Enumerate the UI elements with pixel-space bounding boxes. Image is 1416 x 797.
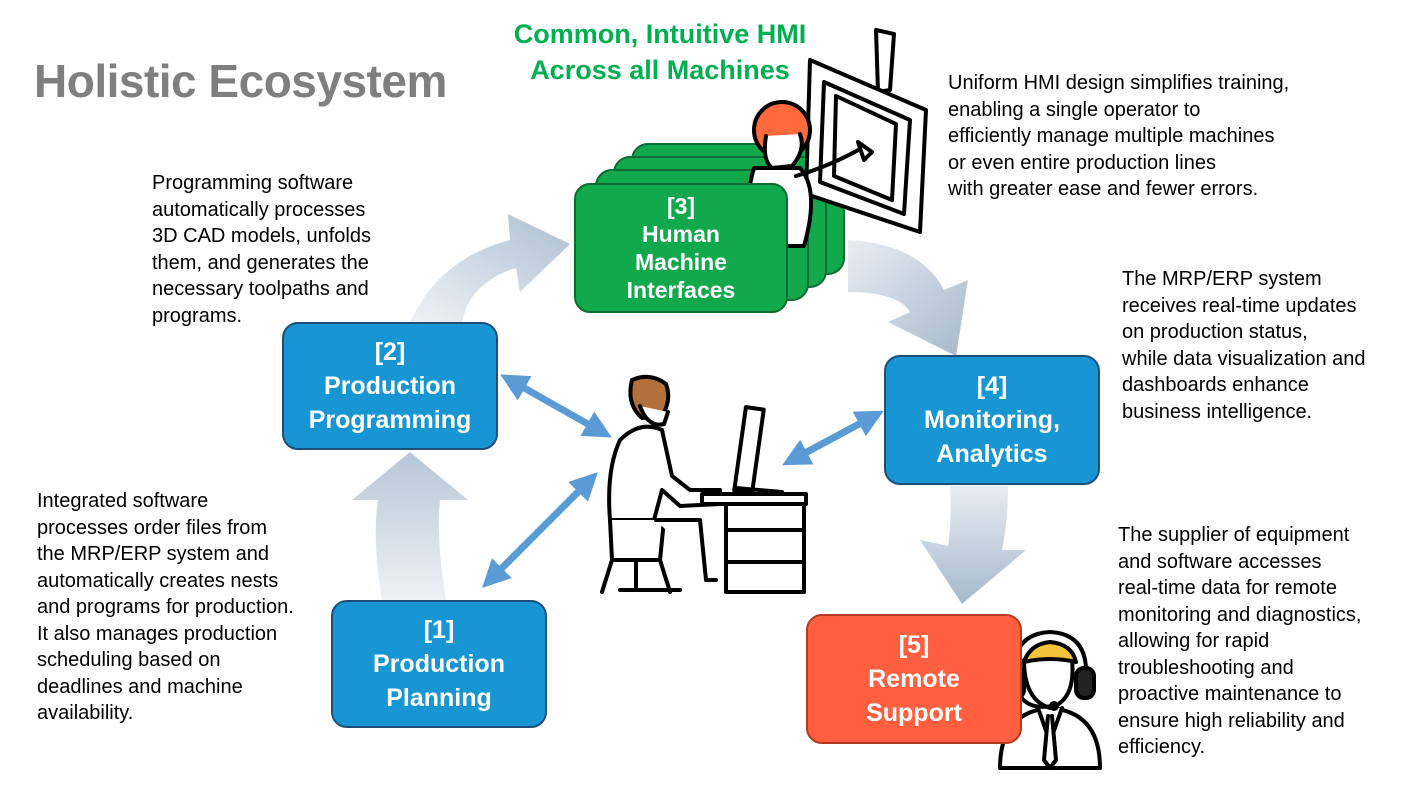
- node-label-line: Programming: [308, 406, 472, 434]
- node-label-line: Machine: [634, 249, 728, 275]
- node-production-planning: [1] Production Planning: [331, 600, 547, 728]
- hmi-heading-line: Common, Intuitive HMI: [513, 19, 807, 49]
- description-monitoring-analytics: The MRP/ERP system receives real-time up…: [1122, 268, 1366, 423]
- person-at-computer-icon: [600, 374, 808, 594]
- hmi-heading: Common, Intuitive HMI Across all Machine…: [480, 16, 840, 88]
- description-production-programming: Programming software automatically proce…: [152, 172, 371, 327]
- description-production-planning: Integrated software processes order file…: [37, 490, 294, 724]
- node-label-line: Human: [642, 221, 720, 247]
- cycle-arrow-planning-to-programming: [352, 452, 468, 600]
- node-number: [5]: [898, 631, 930, 659]
- cycle-arrow-programming-to-hmi: [410, 214, 570, 322]
- node-label-line: Planning: [386, 684, 492, 712]
- node-label-line: Remote: [868, 665, 960, 693]
- node-human-machine-interfaces: [3] Human Machine Interfaces: [574, 183, 788, 313]
- node-label-line: Analytics: [936, 440, 1048, 468]
- node-label-line: Production: [324, 372, 456, 400]
- node-remote-support: [5] Remote Support: [806, 614, 1022, 744]
- node-label-line: Interfaces: [626, 277, 736, 303]
- link-arrow-programming: [500, 374, 612, 438]
- link-arrow-planning: [482, 472, 598, 588]
- description-remote-support: The supplier of equipment and software a…: [1118, 524, 1362, 758]
- node-number: [2]: [374, 338, 406, 366]
- cycle-arrow-hmi-to-monitoring: [848, 240, 968, 356]
- node-label-line: Production: [373, 650, 505, 678]
- link-arrows: [482, 374, 884, 588]
- node-number: [4]: [976, 372, 1008, 400]
- node-label-line: Support: [866, 699, 962, 727]
- node-number: [1]: [423, 616, 455, 644]
- node-label-line: Monitoring,: [923, 406, 1061, 434]
- cycle-arrow-monitoring-to-support: [920, 486, 1026, 604]
- hmi-heading-line: Across all Machines: [530, 55, 790, 85]
- node-production-programming: [2] Production Programming: [282, 322, 498, 450]
- link-arrow-monitoring: [782, 410, 884, 466]
- description-human-machine-interfaces: Uniform HMI design simplifies training, …: [948, 72, 1290, 200]
- cycle-arrows: [352, 214, 1026, 604]
- node-number: [3]: [666, 193, 696, 219]
- node-monitoring-analytics: [4] Monitoring, Analytics: [884, 355, 1100, 485]
- page-title: Holistic Ecosystem: [34, 55, 447, 107]
